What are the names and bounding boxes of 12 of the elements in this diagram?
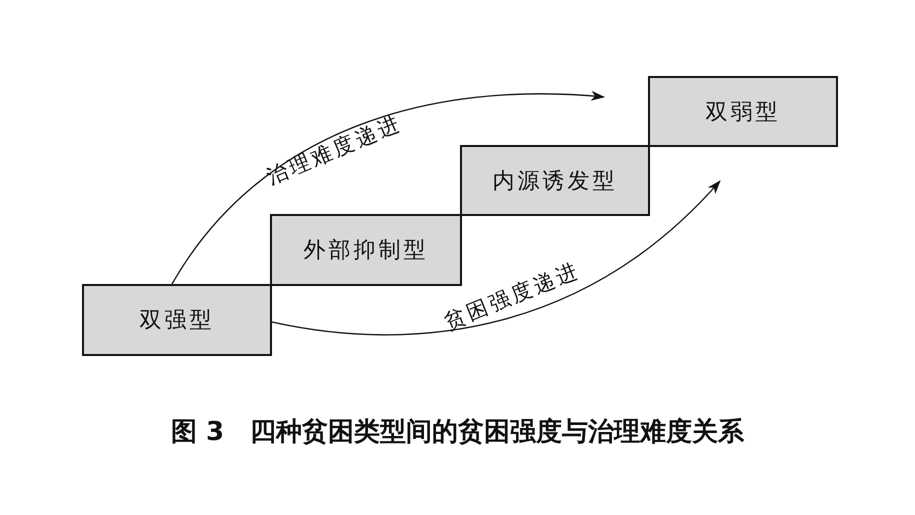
stair-box <box>270 214 462 286</box>
curved-arrow <box>272 180 721 336</box>
caption: 图 3 四种贫困类型间的贫困强度与治理难度关系 <box>170 416 746 449</box>
stair-box <box>460 145 650 216</box>
box-label: 外部抑制型 <box>304 237 428 265</box>
edge-label: 贫困强度递进 <box>440 256 584 336</box>
stair-box <box>82 284 272 356</box>
box-label: 双强型 <box>140 307 214 335</box>
stair-box <box>648 76 838 147</box>
curved-arrow <box>171 91 605 284</box>
box-label: 双弱型 <box>706 98 780 126</box>
box-label: 内源诱发型 <box>492 168 618 196</box>
